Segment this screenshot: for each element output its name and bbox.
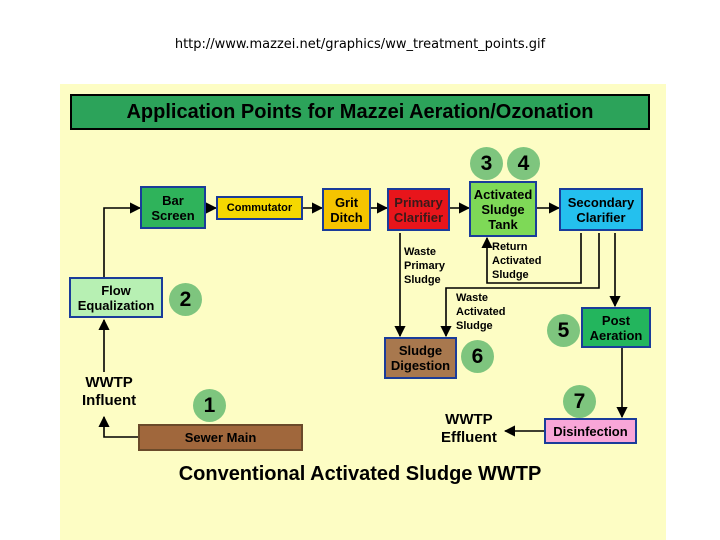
- node-sludge-digestion: Sludge Digestion: [384, 337, 457, 379]
- node-disinfection: Disinfection: [544, 418, 637, 444]
- application-point-7: 7: [563, 385, 596, 418]
- node-flow-equalization: Flow Equalization: [69, 277, 163, 318]
- arrow-waste-activated-sludge: [440, 233, 600, 338]
- node-activated-sludge-tank: Activated Sludge Tank: [469, 181, 537, 237]
- application-point-5: 5: [547, 314, 580, 347]
- label-waste-activated-sludge: Waste Activated Sludge: [456, 292, 506, 332]
- node-bar-screen: Bar Screen: [140, 186, 206, 229]
- source-url: http://www.mazzei.net/graphics/ww_treatm…: [174, 37, 546, 52]
- application-point-3: 3: [470, 147, 503, 180]
- label-wwtp-influent: WWTP Influent: [82, 374, 137, 409]
- node-sewer-main: Sewer Main: [138, 424, 303, 451]
- node-secondary-clarifier: Secondary Clarifier: [559, 188, 643, 231]
- footer-title: Conventional Activated Sludge WWTP: [178, 463, 542, 485]
- node-post-aeration: Post Aeration: [581, 307, 651, 348]
- application-point-1: 1: [193, 389, 226, 422]
- node-grit-ditch: Grit Ditch: [322, 188, 371, 231]
- label-return-activated-sludge: Return Activated Sludge: [492, 241, 542, 281]
- arrow-equalization-to-barscreen: [103, 202, 142, 277]
- diagram-title: Application Points for Mazzei Aeration/O…: [70, 94, 650, 130]
- arrow-sewer-to-influent: [98, 415, 138, 438]
- application-point-2: 2: [169, 283, 202, 316]
- label-wwtp-effluent: WWTP Effluent: [441, 411, 497, 446]
- label-waste-primary-sludge: Waste Primary Sludge: [404, 246, 445, 286]
- node-primary-clarifier: Primary Clarifier: [387, 188, 450, 231]
- node-commutator: Commutator: [216, 196, 303, 220]
- application-point-4: 4: [507, 147, 540, 180]
- arrow-return-sludge: [481, 233, 582, 284]
- application-point-6: 6: [461, 340, 494, 373]
